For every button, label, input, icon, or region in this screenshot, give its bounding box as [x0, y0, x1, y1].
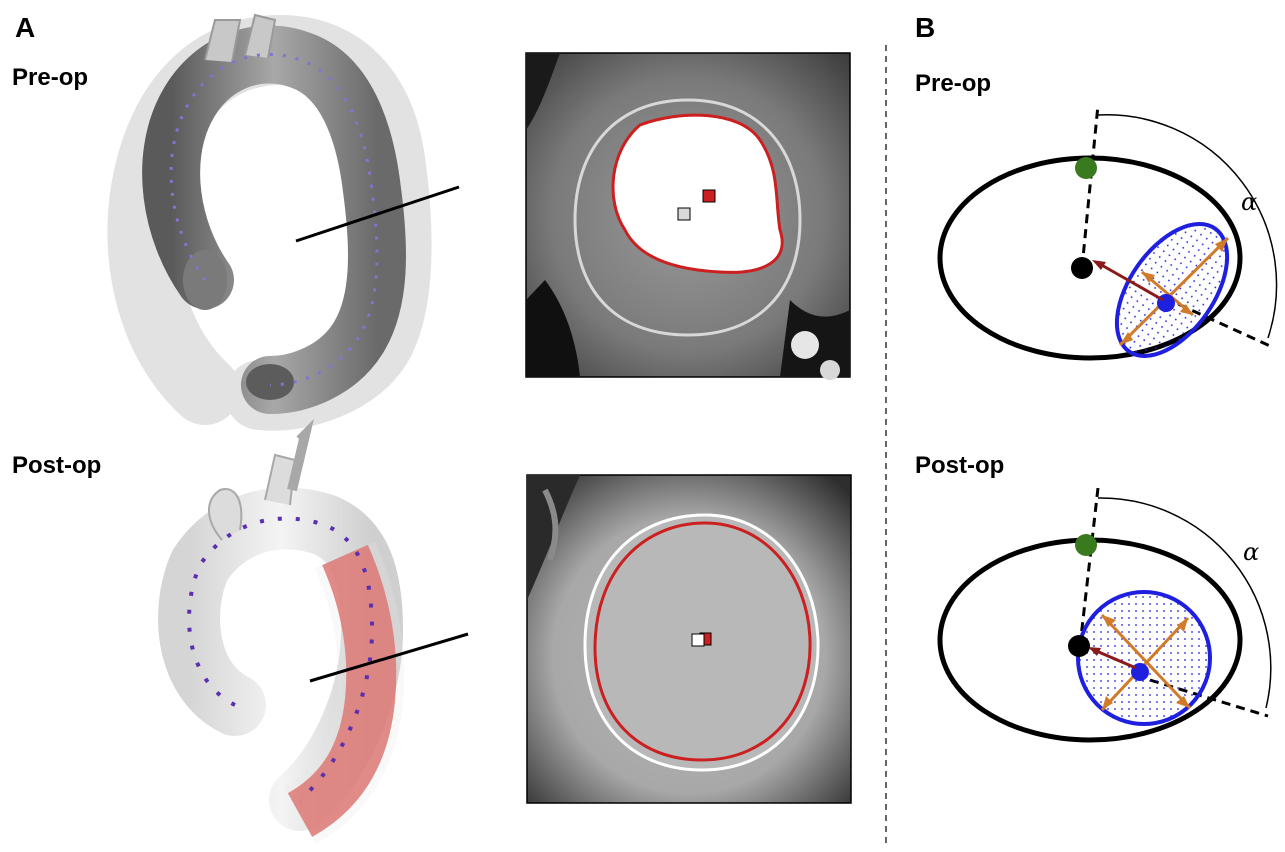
ct-cross-section-post-op: [527, 475, 851, 803]
ellipse-schematic-pre-op: [940, 105, 1277, 376]
ct-cross-section-pre-op: [526, 53, 850, 380]
ellipse-schematic-post-op: [940, 488, 1271, 740]
aorta-3d-model-pre-op: [142, 15, 459, 400]
aorta-3d-model-post-op: [189, 435, 468, 815]
